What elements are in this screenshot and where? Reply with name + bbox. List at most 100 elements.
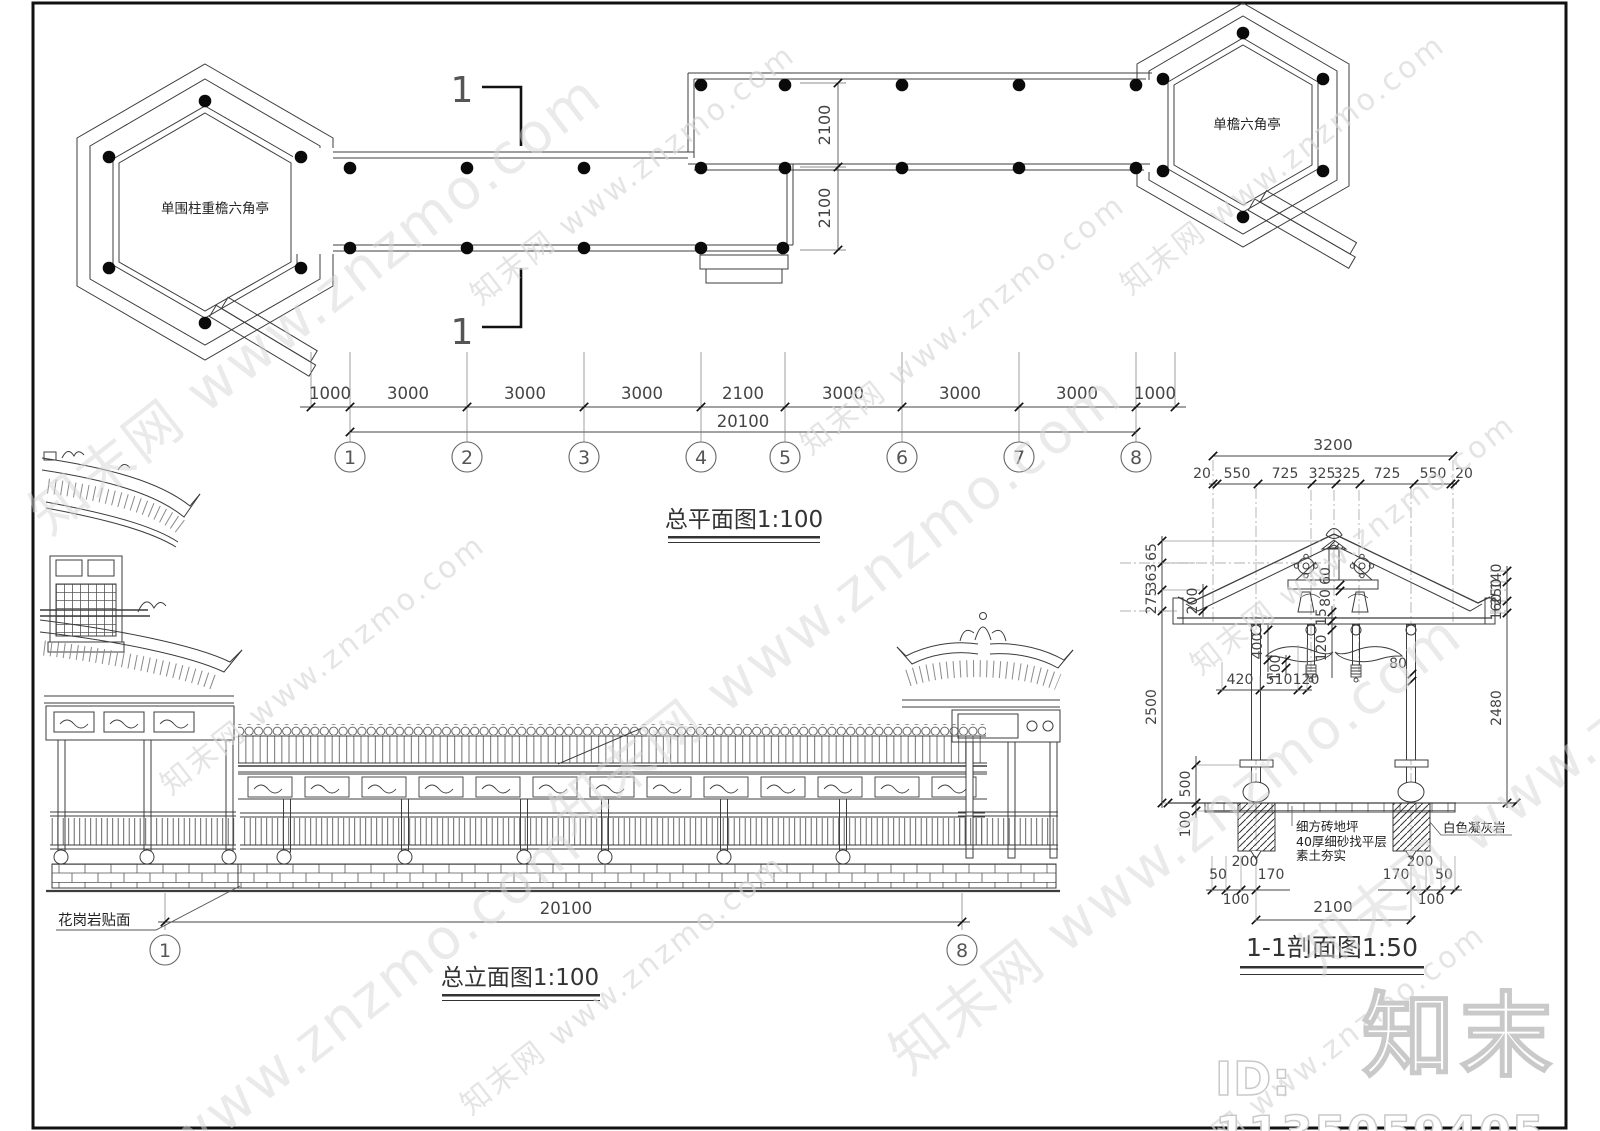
section-dim: 275 — [1144, 588, 1160, 615]
section-right-chain — [1456, 565, 1513, 809]
document-id: ID: 1135059405 — [1214, 1051, 1545, 1131]
section-title-underline2 — [1240, 974, 1424, 975]
section-left-chain — [1156, 535, 1322, 809]
section-dim: 120 — [1314, 635, 1330, 662]
section-inner-dims — [1190, 579, 1418, 818]
section-top-dim-labels: 20 550 725 325 325 725 550 20 — [1193, 466, 1473, 482]
section-dim: 510 — [1266, 672, 1293, 688]
section-notes: 细方砖地坪 40厚细砂找平层 素土夯实 白色凝灰岩 — [1296, 819, 1506, 863]
section-dim: 65 — [1144, 543, 1160, 561]
elevation-material-note: 花岗岩贴面 — [58, 912, 131, 929]
section-dim: 2500 — [1144, 689, 1160, 725]
section-dim: 325 — [1334, 466, 1361, 482]
plan-dim: 3000 — [939, 384, 981, 403]
section-columns — [1239, 624, 1429, 803]
elevation-title-underline — [442, 994, 600, 997]
section-dim: 400 — [1250, 633, 1266, 660]
section-note: 40厚细砂找平层 — [1296, 834, 1387, 849]
section-dim: 160 — [1489, 594, 1505, 621]
section-dim: 140 — [1489, 564, 1505, 591]
grid-bubble-label: 8 — [1130, 447, 1142, 469]
plan-dim: 3000 — [822, 384, 864, 403]
grid-bubble-label: 5 — [779, 447, 791, 469]
section-dim: 363 — [1144, 564, 1160, 591]
elevation-corridor — [119, 724, 1057, 889]
plan-left-pavilion-label: 单围柱重檐六角亭 — [161, 200, 269, 217]
elevation-left-pavilion — [39, 451, 243, 889]
section-note: 细方砖地坪 — [1296, 819, 1359, 834]
plan-section-cut-marks — [482, 85, 523, 329]
section-dim: 20 — [1455, 466, 1473, 482]
plan-corridor — [333, 72, 1152, 284]
section-dim: 725 — [1374, 466, 1401, 482]
section-dim: 250 — [1489, 579, 1505, 606]
plan-right-pavilion-label: 单檐六角亭 — [1213, 116, 1281, 133]
section-title-underline — [1240, 966, 1424, 969]
section-dim: 15 — [1314, 608, 1330, 626]
elevation-bubble-last: 8 — [956, 940, 968, 962]
section-total-top: 3200 — [1313, 436, 1352, 454]
section-dim: 200 — [1185, 588, 1201, 615]
plan-right-pavilion — [1136, 2, 1358, 269]
section-cut-label-top: 1 — [451, 70, 474, 111]
section-mid-dims — [1216, 645, 1313, 696]
section-dim: 200 — [1407, 854, 1434, 870]
plan-title-underline2 — [668, 542, 820, 543]
section-span-dim: 2100 — [1313, 898, 1352, 916]
elevation-title-underline2 — [442, 1000, 600, 1001]
elevation-bubble-first: 1 — [159, 940, 171, 962]
section-dim: 50 — [1435, 867, 1453, 883]
elevation-total-dim: 20100 — [540, 899, 593, 918]
flower-disc-right — [1349, 553, 1375, 579]
hanging-post-finials — [1305, 664, 1362, 683]
site-logo: 知末 — [1361, 982, 1559, 1091]
elevation-title: 总立面图1:100 — [441, 965, 599, 991]
plan-width-dim: 2100 — [815, 105, 834, 146]
section-dim: 100 — [1223, 892, 1250, 908]
grid-bubble-label: 6 — [896, 447, 908, 469]
section-dim: 2480 — [1489, 690, 1505, 726]
section-dim: 420 — [1227, 672, 1254, 688]
plan-width-dims — [800, 77, 846, 256]
plan-dim: 2100 — [722, 384, 764, 403]
section-footing-dims — [1206, 856, 1462, 926]
section-mid-dim-labels: 420 510 120 — [1227, 672, 1320, 688]
section-dim: 20 — [1193, 466, 1211, 482]
section-dim: 100 — [1268, 655, 1284, 682]
section-dim: 170 — [1383, 867, 1410, 883]
section-dim: 500 — [1178, 771, 1194, 798]
section-dim: 120 — [1293, 672, 1320, 688]
section-dim: 325 — [1309, 466, 1336, 482]
plan-dim: 3000 — [621, 384, 663, 403]
section-dim: 550 — [1420, 466, 1447, 482]
section-kingpost — [1287, 547, 1379, 613]
plan-dim: 3000 — [1056, 384, 1098, 403]
section-dim: 170 — [1258, 867, 1285, 883]
plan-dim: 1000 — [309, 384, 351, 403]
section-view: 细方砖地坪 40厚细砂找平层 素土夯实 白色凝灰岩 3200 20 550 72… — [1120, 436, 1522, 975]
plan-dim-labels: 1000 3000 3000 3000 2100 3000 3000 3000 … — [309, 384, 1176, 431]
plan-left-steps — [208, 296, 318, 377]
section-base — [1162, 797, 1522, 860]
section-note-right: 白色凝灰岩 — [1443, 820, 1506, 835]
elevation-note-leader — [56, 885, 241, 931]
plan-total-dim: 20100 — [717, 412, 770, 431]
elevation-dims — [158, 893, 970, 930]
section-dim: 60 — [1318, 567, 1334, 585]
plan-view: 2100 2100 1 1 单围柱重檐六角亭 单檐六角亭 1000 3000 3… — [76, 2, 1358, 543]
plan-dim: 3000 — [504, 384, 546, 403]
grid-bubble-label: 4 — [695, 447, 707, 469]
elevation-post-drums — [276, 849, 851, 865]
section-dim: 100 — [1178, 811, 1194, 838]
cloud-board-right — [1334, 646, 1404, 663]
grid-bubble-label: 1 — [344, 447, 356, 469]
plan-left-pavilion — [76, 63, 337, 377]
grid-bubble-label: 2 — [461, 447, 473, 469]
elevation-frieze-panels — [247, 776, 977, 798]
plan-title: 总平面图1:100 — [665, 507, 823, 533]
elevation-left-pavilion-mask — [38, 446, 238, 888]
plan-dim: 3000 — [387, 384, 429, 403]
elevation-right-pavilion — [896, 612, 1074, 859]
